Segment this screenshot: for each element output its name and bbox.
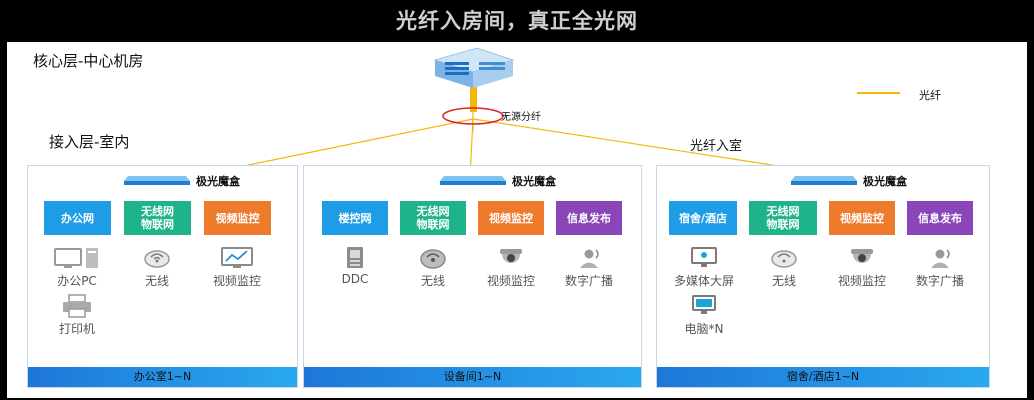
tag-wireless-iot: 无线网 物联网 [749,201,817,235]
wireless-ap-icon [420,249,446,269]
computer-monitor-icon [692,295,716,314]
fiber-room-label: 光纤入室 [690,139,743,154]
tag-video-monitoring: 视频监控 [204,201,271,235]
device-wireless: 无线 [396,246,470,289]
core-layer-label: 核心层-中心机房 [33,52,144,70]
dome-camera-icon [851,249,873,263]
device-broadcast: 数字广播 [552,246,626,289]
magic-box-icon [124,176,190,185]
tag-video-monitoring: 视频监控 [478,201,544,235]
tag-video-monitoring: 视频监控 [829,201,895,235]
device-computer: 电脑*N [667,294,741,337]
magic-box-label: 极光魔盒 [863,175,907,188]
tag-info-publish: 信息发布 [556,201,622,235]
tag-wireless-iot: 无线网 物联网 [124,201,191,235]
splitter-ring [442,107,504,125]
device-wireless: 无线 [120,246,194,289]
tag-dorm-hotel: 宿舍/酒店 [669,201,737,235]
magic-box-icon [440,176,506,185]
splitter-label: 无源分纤 [501,112,541,123]
device-video: 视频监控 [474,246,548,289]
legend-label: 光纤 [919,89,941,102]
tag-info-publish: 信息发布 [907,201,973,235]
broadcast-speaker-icon [931,249,950,268]
page-title: 光纤入房间，真正全光网 [396,9,638,33]
equipment-footer: 设备间1~N [304,367,641,387]
ddc-controller-icon [347,247,363,268]
device-broadcast: 数字广播 [903,246,977,289]
magic-box-label: 极光魔盒 [196,175,240,188]
wireless-ap-icon [771,250,797,268]
wireless-ap-icon [144,250,170,268]
access-layer-label: 接入层-室内 [49,133,130,151]
device-wireless: 无线 [747,246,821,289]
dome-camera-icon [500,249,522,263]
dorm-hotel-footer: 宿舍/酒店1~N [657,367,989,387]
diagram-canvas: 核心层-中心机房 接入层-室内 光纤入室 光纤 无源分纤 极光魔盒 办公网 无线… [7,42,1027,398]
device-ddc: DDC [318,246,392,286]
office-footer: 办公室1~N [28,367,297,387]
magic-box-label: 极光魔盒 [512,175,556,188]
fiber-trunk [470,86,477,112]
magic-box-icon [791,176,857,185]
dorm-hotel-group: 极光魔盒 宿舍/酒店 无线网 物联网 视频监控 信息发布 多媒体大屏 无线 [656,165,990,388]
device-video: 视频监控 [200,246,274,289]
device-video: 视频监控 [825,246,899,289]
printer-icon [63,294,91,318]
core-server-icon [433,47,515,88]
equipment-group: 极光魔盒 楼控网 无线网 物联网 视频监控 信息发布 DDC 无线 [303,165,642,388]
device-printer: 打印机 [40,294,114,337]
tag-building-control: 楼控网 [322,201,388,235]
display-screen-icon [691,247,717,267]
broadcast-speaker-icon [580,249,599,268]
tag-wireless-iot: 无线网 物联网 [400,201,466,235]
office-group: 极光魔盒 办公网 无线网 物联网 视频监控 办公PC 无线 [27,165,298,388]
monitor-screen-icon [221,247,253,268]
device-multimedia-screen: 多媒体大屏 [667,246,741,289]
device-office-pc: 办公PC [40,246,114,289]
desktop-pc-icon [54,248,98,268]
tag-office-net: 办公网 [44,201,111,235]
